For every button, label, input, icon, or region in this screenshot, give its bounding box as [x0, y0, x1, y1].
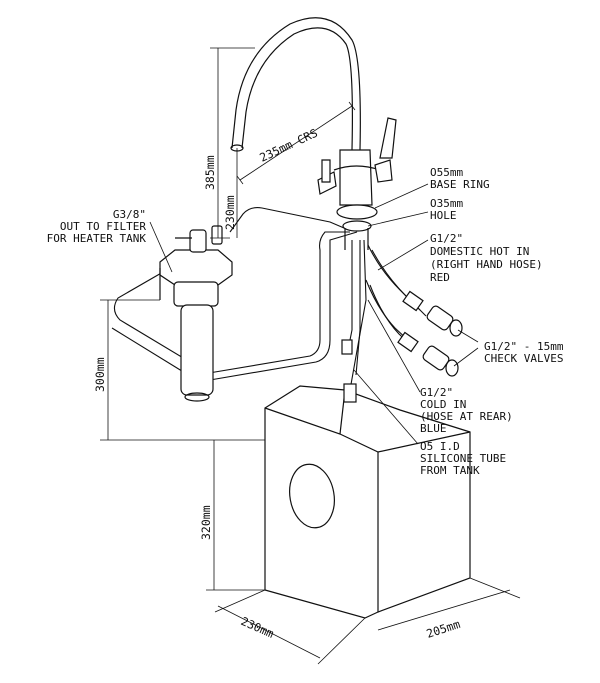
svg-text:G1/2": G1/2" — [420, 386, 453, 399]
svg-text:SILICONE TUBE: SILICONE TUBE — [420, 452, 506, 465]
svg-text:DOMESTIC HOT IN: DOMESTIC HOT IN — [430, 245, 529, 258]
svg-text:O55mm: O55mm — [430, 166, 463, 179]
svg-text:G1/2" - 15mm: G1/2" - 15mm — [484, 340, 564, 353]
svg-text:O5 I.D: O5 I.D — [420, 440, 460, 453]
check-valves — [397, 290, 463, 377]
svg-text:HOLE: HOLE — [430, 209, 457, 222]
svg-text:OUT TO FILTER: OUT TO FILTER — [60, 220, 146, 233]
svg-text:(RIGHT HAND HOSE): (RIGHT HAND HOSE) — [430, 258, 543, 271]
heater-tank — [264, 385, 471, 619]
hoses — [111, 207, 427, 403]
svg-text:O35mm: O35mm — [430, 197, 463, 210]
svg-text:G3/8": G3/8" — [113, 208, 146, 221]
label-check-valves: G1/2" - 15mm CHECK VALVES — [484, 340, 564, 365]
dimension-lines — [100, 47, 521, 665]
label-hole: O35mm HOLE — [430, 197, 463, 222]
crs-dimension: 235mm CRS — [257, 126, 319, 165]
tank-window — [289, 463, 335, 529]
tank-width-dimension: 230mm — [239, 614, 276, 641]
fitting — [343, 383, 357, 403]
label-silicone-tube: O5 I.D SILICONE TUBE FROM TANK — [420, 440, 506, 477]
label-domestic-hot: G1/2" DOMESTIC HOT IN (RIGHT HAND HOSE) … — [430, 232, 543, 284]
leader-lines — [149, 183, 479, 445]
svg-text:RED: RED — [430, 271, 450, 284]
svg-text:FOR HEATER TANK: FOR HEATER TANK — [47, 232, 147, 245]
filter-height-dimension: 300mm — [93, 357, 107, 392]
base-ring — [336, 204, 378, 220]
fitting — [341, 339, 353, 355]
svg-text:FROM TANK: FROM TANK — [420, 464, 480, 477]
label-base-ring: O55mm BASE RING — [430, 166, 490, 191]
svg-text:COLD IN: COLD IN — [420, 398, 466, 411]
svg-text:BLUE: BLUE — [420, 422, 447, 435]
tap — [230, 17, 397, 250]
label-cold-in: G1/2" COLD IN (HOSE AT REAR) BLUE — [420, 386, 513, 435]
svg-text:G1/2": G1/2" — [430, 232, 463, 245]
hole-ring — [342, 220, 372, 232]
tap-height-dimension: 230mm — [223, 195, 237, 230]
filter — [159, 225, 233, 402]
svg-text:BASE RING: BASE RING — [430, 178, 490, 191]
tank-height-dimension: 320mm — [199, 505, 213, 540]
label-filter-out: G3/8" OUT TO FILTER FOR HEATER TANK — [47, 208, 147, 245]
svg-text:CHECK VALVES: CHECK VALVES — [484, 352, 563, 365]
spout-height-dimension: 385mm — [203, 155, 217, 190]
tank-depth-dimension: 205mm — [425, 617, 462, 641]
svg-text:(HOSE AT REAR): (HOSE AT REAR) — [420, 410, 513, 423]
